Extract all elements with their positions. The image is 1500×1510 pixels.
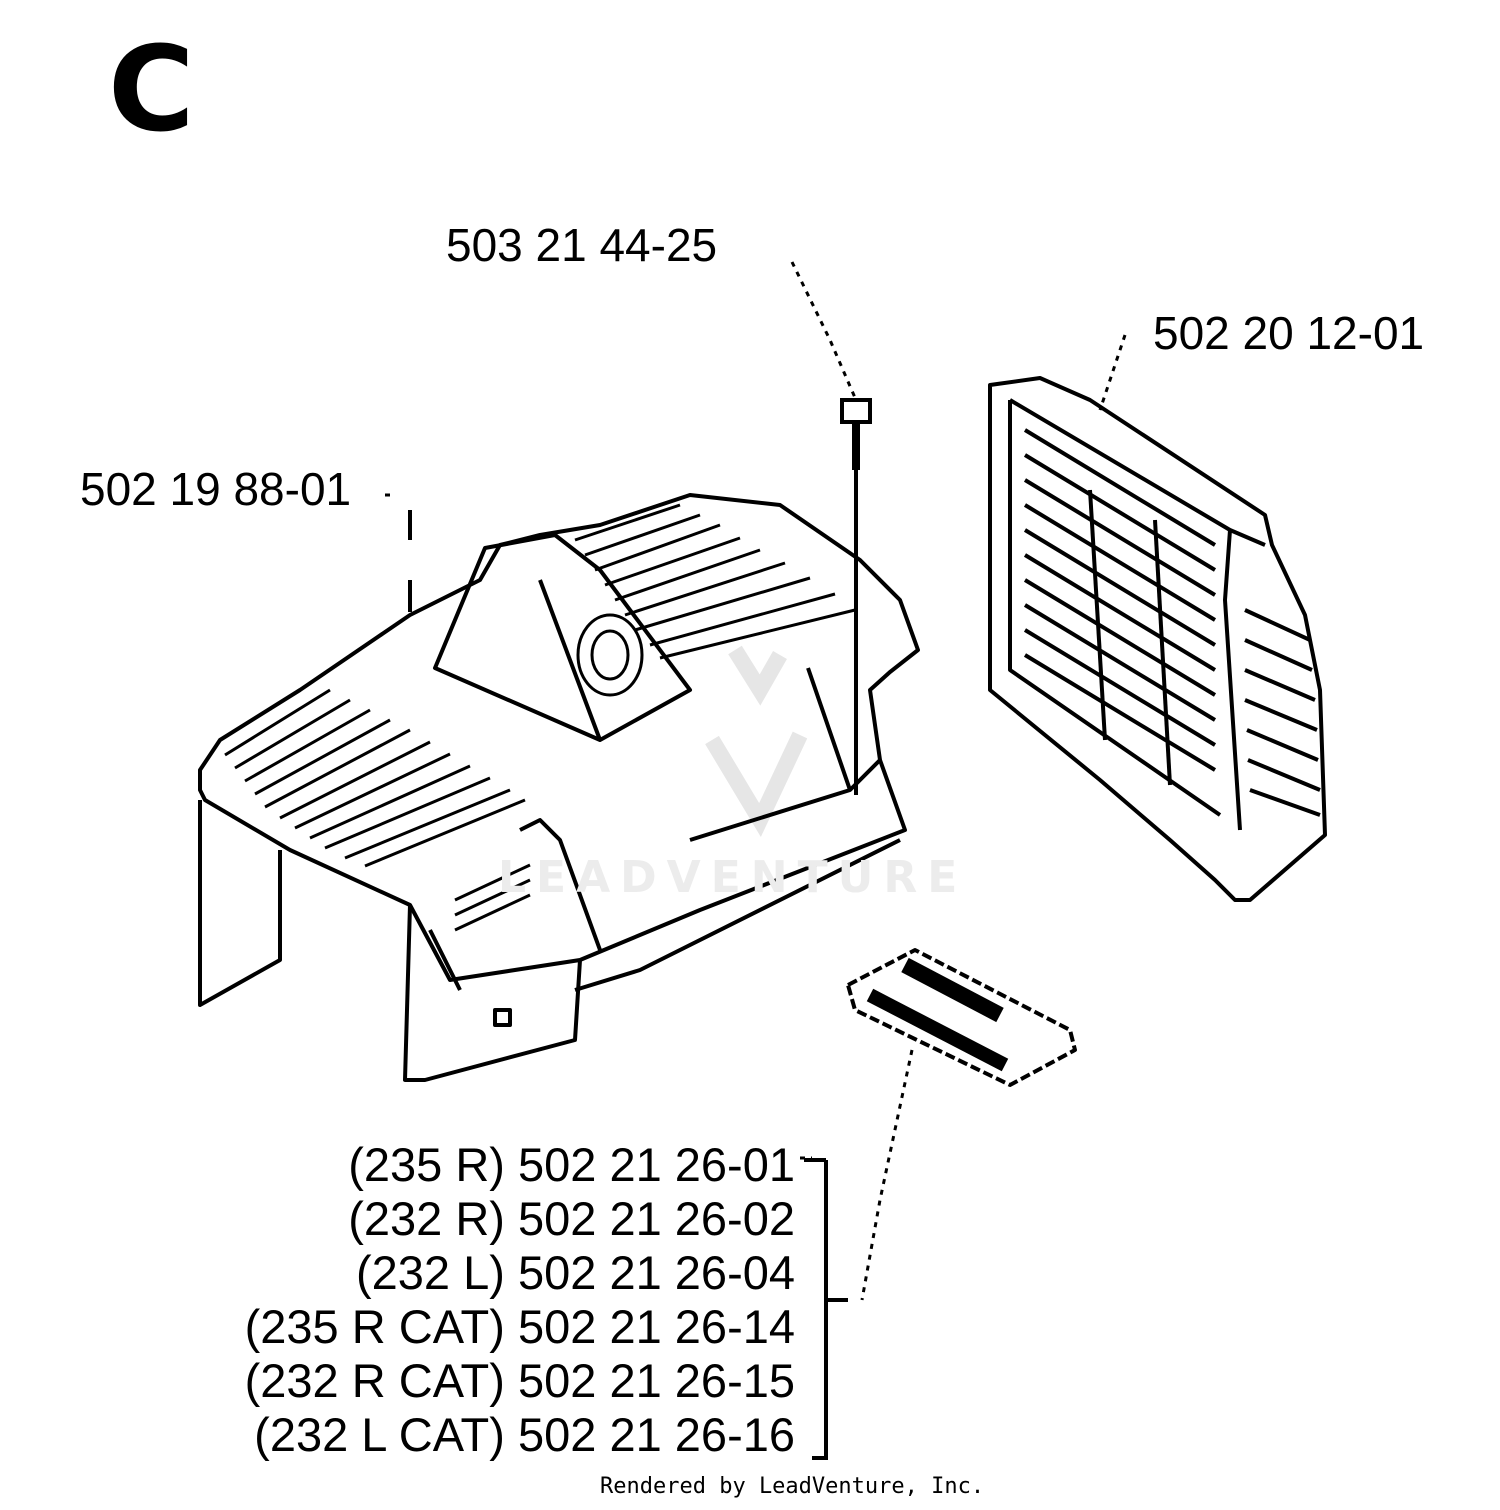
watermark-text: LEADVENTURE [498, 852, 968, 903]
decal-variant-list: (235 R) 502 21 26-01 (232 R) 502 21 26-0… [245, 1138, 795, 1462]
cylinder-cover-grille-left [224, 688, 531, 932]
callout-cylinder-cover: 502 19 88-01 [80, 463, 352, 515]
leader-solid-lines [408, 510, 848, 1460]
decal-part [846, 948, 1077, 1087]
filter-cover-slats [1023, 428, 1321, 817]
variant-row: (235 R) 502 21 26-01 [348, 1138, 795, 1191]
callout-filter-cover: 502 20 12-01 [1153, 307, 1425, 359]
variant-row: (232 L) 502 21 26-04 [356, 1246, 795, 1299]
cylinder-cover-part [198, 493, 920, 1082]
variant-row: (232 L CAT) 502 21 26-16 [254, 1408, 795, 1461]
variant-row: (232 R CAT) 502 21 26-15 [244, 1354, 795, 1407]
variant-row: (232 R) 502 21 26-02 [348, 1192, 795, 1245]
watermark-logo [705, 645, 808, 837]
cover-emblem [576, 613, 644, 697]
leader-lines [385, 261, 1127, 1301]
callout-screw: 503 21 44-25 [446, 219, 718, 271]
variant-row: (235 R CAT) 502 21 26-14 [244, 1300, 795, 1353]
screw-part [840, 398, 872, 795]
cylinder-cover-grille-right [574, 503, 856, 660]
credit-line: Rendered by LeadVenture, Inc. [600, 1474, 985, 1499]
section-letter: C [108, 20, 195, 158]
